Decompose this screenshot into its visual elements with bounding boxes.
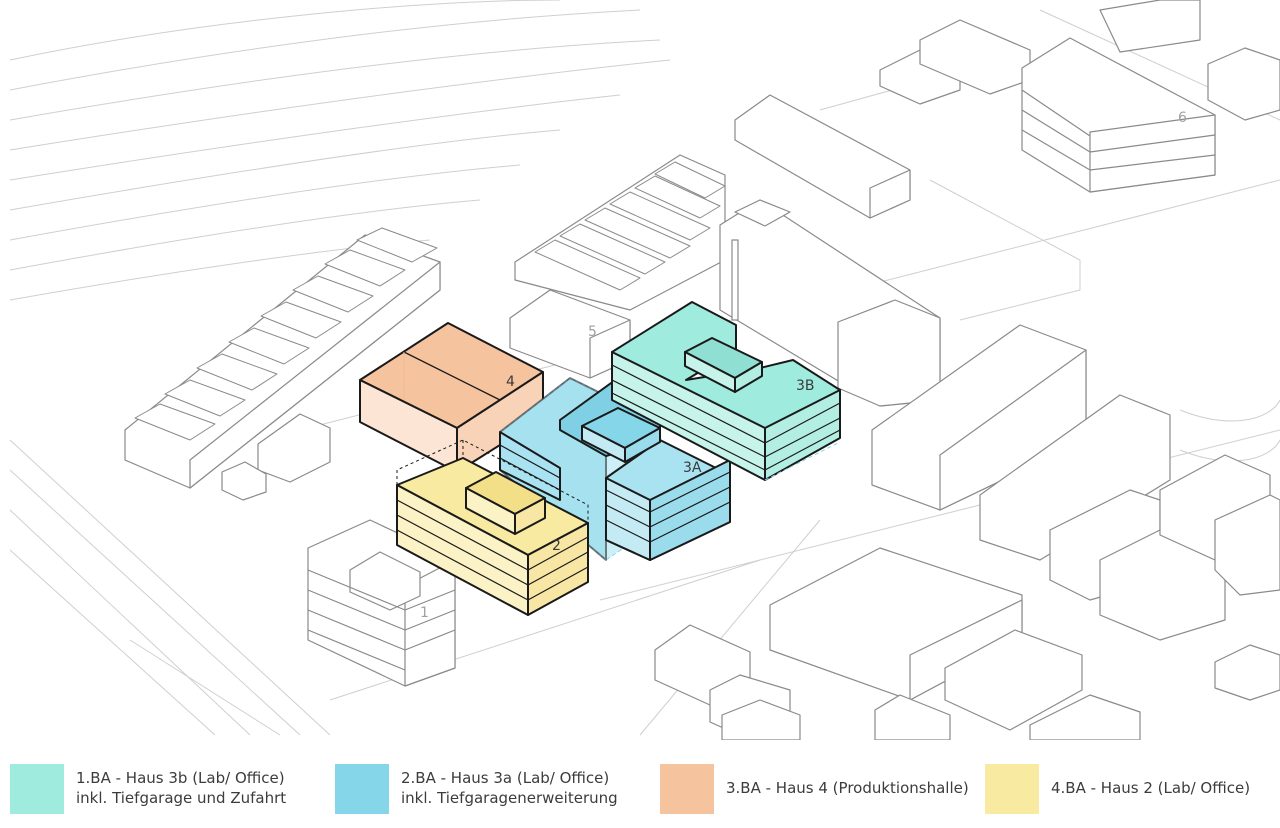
- legend-swatch-2: [335, 764, 389, 814]
- building-4-production-hall: [359, 322, 544, 473]
- legend-1-line1: 1.BA - Haus 3b (Lab/ Office): [76, 769, 285, 787]
- label-building-3b: 3B: [796, 378, 815, 394]
- building-2-lab-office: [396, 439, 589, 616]
- legend-swatch-3: [660, 764, 714, 814]
- legend-item-3: 3.BA - Haus 4 (Produktionshalle): [660, 758, 970, 818]
- legend-3-line1: 3.BA - Haus 4 (Produktionshalle): [726, 779, 969, 797]
- building-3b-lab-office: [611, 301, 841, 481]
- legend-2-line1: 2.BA - Haus 3a (Lab/ Office): [401, 769, 610, 787]
- legend-swatch-4: [985, 764, 1039, 814]
- legend-1-line2: inkl. Tiefgarage und Zufahrt: [76, 789, 287, 807]
- legend-2-line2: inkl. Tiefgaragenerweiterung: [401, 789, 618, 807]
- legend-item-4: 4.BA - Haus 2 (Lab/ Office): [985, 758, 1275, 818]
- label-building-4: 4: [506, 374, 515, 390]
- label-building-3a: 3A: [683, 460, 702, 476]
- label-building-6: 6: [1178, 110, 1187, 126]
- legend-item-1: 1.BA - Haus 3b (Lab/ Office) inkl. Tiefg…: [10, 758, 320, 818]
- isometric-site-plan: 1 2 3A 3B 4 5 6: [9, 0, 1280, 740]
- label-building-2: 2: [552, 538, 561, 554]
- building-labels: 1 2 3A 3B 4 5 6: [420, 110, 1187, 621]
- legend-item-2: 2.BA - Haus 3a (Lab/ Office) inkl. Tiefg…: [335, 758, 645, 818]
- label-building-1: 1: [420, 605, 429, 621]
- legend-4-line1: 4.BA - Haus 2 (Lab/ Office): [1051, 779, 1251, 797]
- legend-swatch-1: [10, 764, 64, 814]
- label-building-5: 5: [588, 324, 597, 340]
- building-3a-lab-office: [499, 377, 731, 561]
- context-buildings: [124, 0, 1280, 740]
